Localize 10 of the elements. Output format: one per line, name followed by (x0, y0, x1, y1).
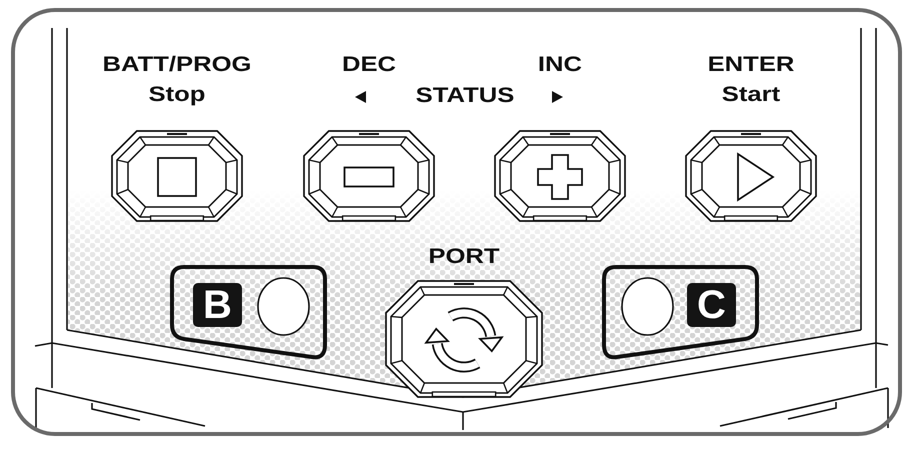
button-label: DEC (342, 53, 396, 77)
function-label: Start (722, 83, 780, 107)
status-label: STATUS (416, 84, 514, 108)
function-label: Stop (148, 83, 206, 107)
button-label: PORT (428, 245, 500, 269)
channel-badge: C (687, 283, 736, 327)
channel-badge: B (193, 283, 242, 327)
button-label: INC (538, 53, 582, 77)
button-label: ENTER (708, 53, 794, 77)
button-label: BATT/PROG (102, 53, 252, 77)
